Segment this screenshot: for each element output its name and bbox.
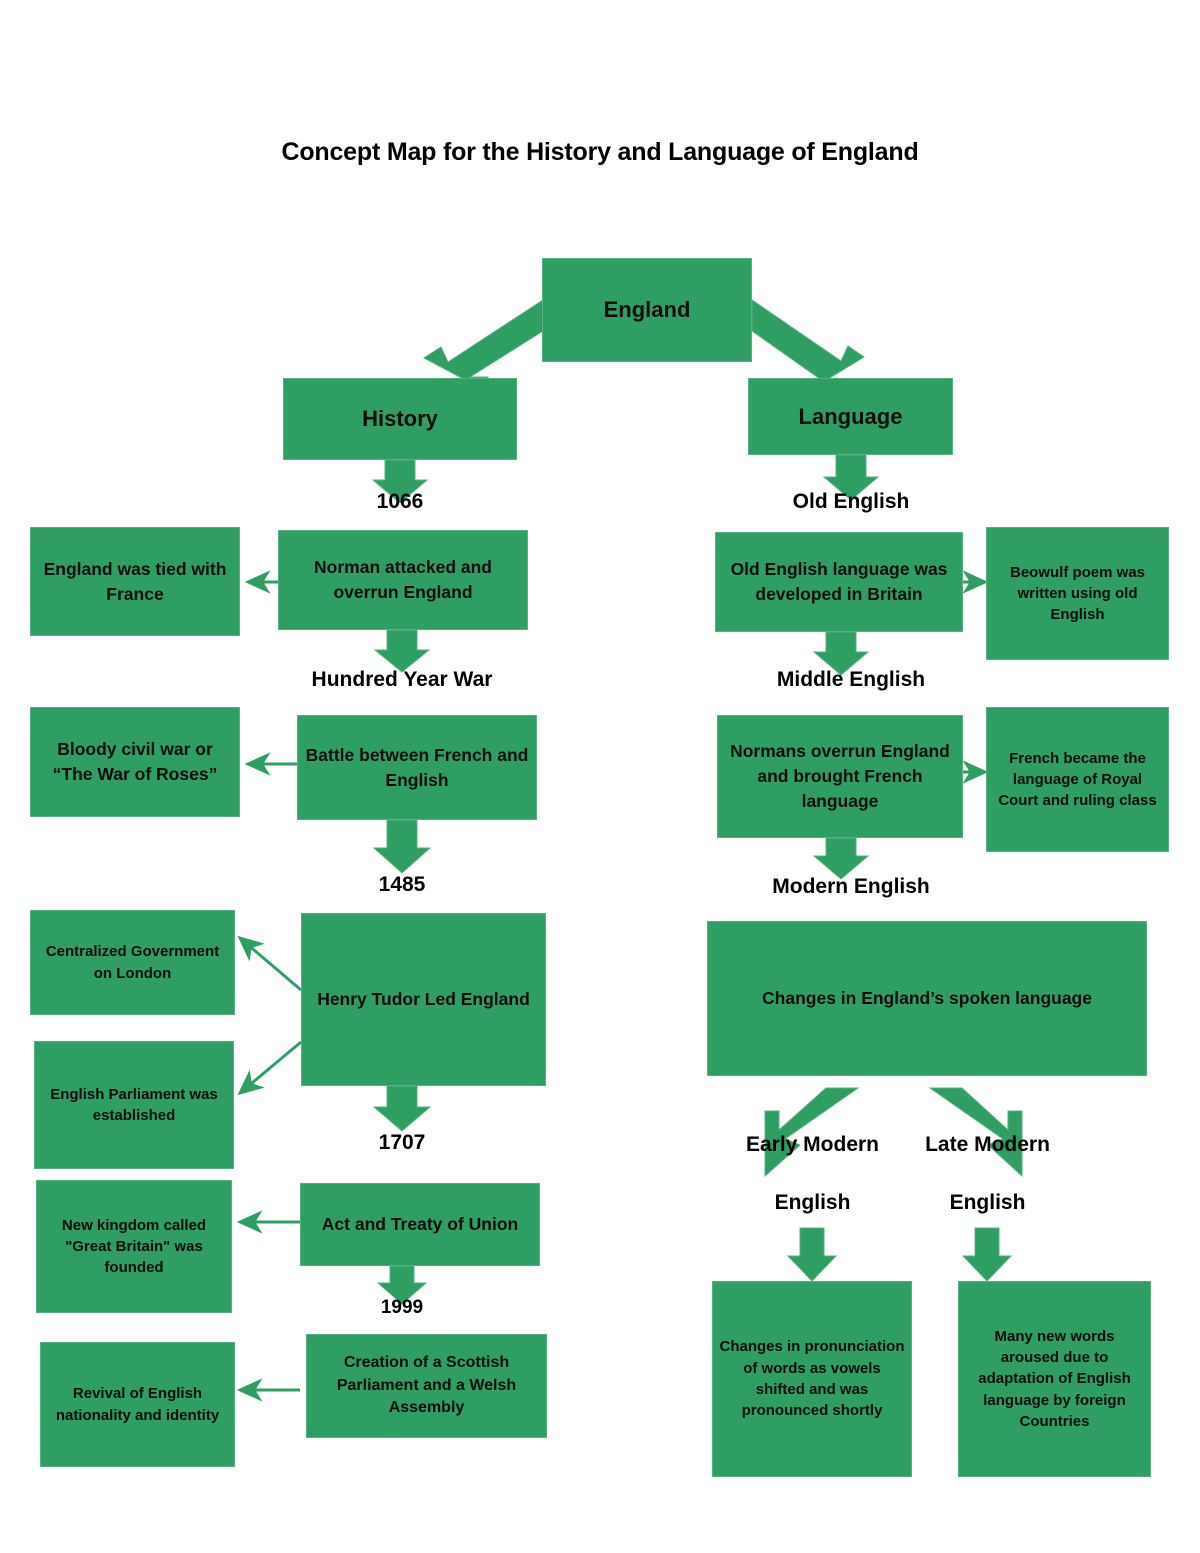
node-centralized-government-label: Centralized Government on London: [45, 943, 220, 982]
node-war-of-roses-label: Bloody civil war or “The War of Roses”: [52, 739, 218, 784]
node-old-english-developed[interactable]: Old English language was developed in Br…: [715, 532, 963, 632]
node-battle-french-english[interactable]: Battle between French and English: [297, 715, 537, 820]
arrow-early-modern-down: [786, 1227, 838, 1282]
node-beowulf[interactable]: Beowulf poem was written using old Engli…: [986, 527, 1169, 660]
node-history-label: History: [362, 406, 438, 432]
node-new-kingdom[interactable]: New kingdom called "Great Britain" was f…: [36, 1180, 232, 1313]
node-old-english-developed-label: Old English language was developed in Br…: [730, 559, 948, 604]
node-french-royal-court[interactable]: French became the language of Royal Cour…: [986, 707, 1169, 852]
node-scottish-parliament[interactable]: Creation of a Scottish Parliament and a …: [306, 1334, 547, 1438]
node-normans-overrun[interactable]: Normans overrun England and brought Fren…: [717, 715, 963, 838]
connector-1066: 1066: [376, 490, 424, 513]
node-changes-spoken-label: Changes in England’s spoken language: [762, 988, 1092, 1009]
node-war-of-roses[interactable]: Bloody civil war or “The War of Roses”: [30, 707, 240, 817]
node-pronunciation-changes[interactable]: Changes in pronunciation of words as vow…: [712, 1281, 912, 1477]
node-tied-with-france[interactable]: England was tied with France: [30, 527, 240, 636]
node-battle-french-english-label: Battle between French and English: [305, 744, 529, 790]
arrow-tudor-to-government: [237, 935, 302, 992]
connector-modern-english: Modern English: [772, 875, 930, 898]
connector-late-modern-line1: Late Modern: [925, 1133, 1050, 1156]
connector-hundred-year-war: Hundred Year War: [311, 668, 493, 691]
node-revival-identity[interactable]: Revival of English nationality and ident…: [40, 1342, 235, 1467]
node-beowulf-label: Beowulf poem was written using old Engli…: [1009, 563, 1146, 624]
node-history[interactable]: History: [283, 378, 517, 460]
arrow-tudor-to-parliament: [237, 1040, 302, 1096]
node-act-treaty-union-label: Act and Treaty of Union: [321, 1214, 519, 1235]
node-changes-spoken[interactable]: Changes in England’s spoken language: [707, 921, 1147, 1076]
arrow-changes-to-early-modern: [764, 1087, 860, 1178]
node-centralized-government[interactable]: Centralized Government on London: [30, 910, 235, 1015]
node-tied-with-france-label: England was tied with France: [43, 558, 227, 604]
arrow-battle-down: [372, 819, 432, 874]
node-new-kingdom-label: New kingdom called "Great Britain" was f…: [61, 1216, 207, 1277]
node-norman-attack[interactable]: Norman attacked and overrun England: [278, 530, 528, 630]
node-english-parliament[interactable]: English Parliament was established: [34, 1041, 234, 1169]
arrow-tudor-down: [372, 1085, 432, 1132]
node-language-label: Language: [798, 403, 903, 429]
page-title: Concept Map for the History and Language…: [281, 138, 919, 166]
node-french-royal-court-label: French became the language of Royal Cour…: [998, 749, 1157, 810]
node-henry-tudor-label: Henry Tudor Led England: [317, 989, 530, 1010]
connector-late-modern-line2: English: [949, 1191, 1026, 1214]
node-new-words-label: Many new words aroused due to adaptation…: [978, 1327, 1131, 1430]
arrow-normans-down: [812, 837, 870, 880]
node-english-parliament-label: English Parliament was established: [50, 1085, 218, 1124]
connector-middle-english: Middle English: [776, 668, 926, 691]
connector-early-modern-line1: Early Modern: [745, 1133, 880, 1156]
connector-old-english: Old English: [792, 490, 910, 513]
node-normans-overrun-label: Normans overrun England and brought Fren…: [730, 741, 950, 811]
node-language[interactable]: Language: [748, 378, 953, 455]
node-henry-tudor[interactable]: Henry Tudor Led England: [301, 913, 546, 1086]
node-norman-attack-label: Norman attacked and overrun England: [314, 557, 492, 602]
node-revival-identity-label: Revival of English nationality and ident…: [55, 1385, 220, 1424]
connector-1707: 1707: [378, 1131, 426, 1154]
node-england-label: England: [603, 297, 691, 323]
arrow-norman-down: [373, 629, 431, 673]
node-england[interactable]: England: [542, 258, 752, 362]
connector-1999: 1999: [380, 1297, 424, 1318]
node-pronunciation-changes-label: Changes in pronunciation of words as vow…: [719, 1338, 905, 1420]
node-act-treaty-union[interactable]: Act and Treaty of Union: [300, 1183, 540, 1266]
connector-1485: 1485: [378, 873, 426, 896]
node-new-words[interactable]: Many new words aroused due to adaptation…: [958, 1281, 1151, 1477]
node-scottish-parliament-label: Creation of a Scottish Parliament and a …: [336, 1353, 517, 1417]
connector-early-modern-line2: English: [774, 1191, 851, 1214]
arrow-changes-to-late-modern: [928, 1087, 1023, 1178]
arrow-late-modern-down: [961, 1227, 1013, 1282]
